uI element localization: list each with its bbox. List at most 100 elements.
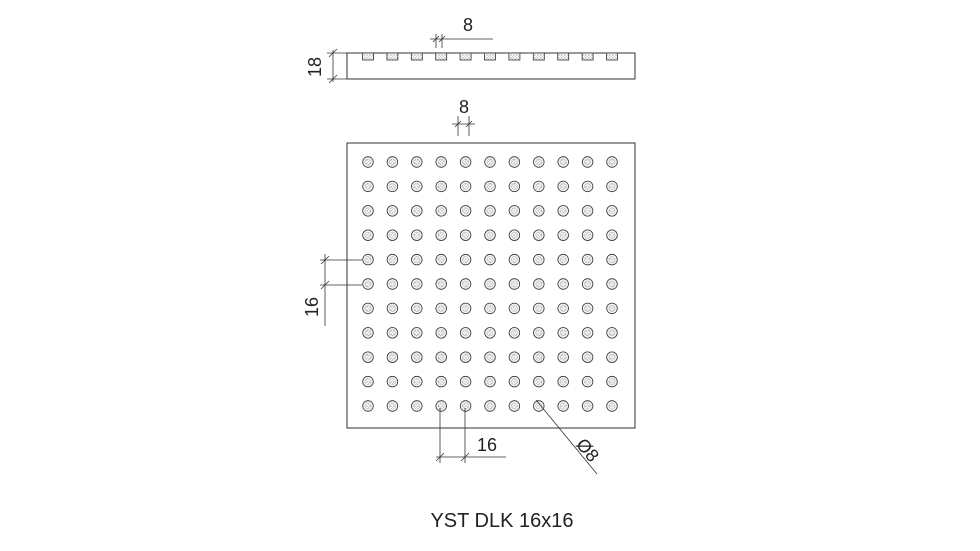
side-thickness-dimension: 18	[305, 48, 347, 84]
stud	[484, 205, 496, 217]
stud	[459, 375, 472, 388]
side-stud	[581, 52, 594, 61]
side-spacing-label: 8	[463, 15, 473, 35]
stud	[533, 375, 545, 388]
stud	[484, 400, 496, 412]
stud	[386, 302, 399, 315]
stud	[484, 351, 496, 363]
horizontal-pitch-label: 16	[477, 435, 497, 455]
stud	[581, 327, 594, 339]
stud	[435, 351, 447, 363]
stud	[435, 302, 447, 315]
stud	[411, 253, 423, 266]
stud	[508, 253, 521, 266]
stud	[435, 253, 447, 266]
stud	[508, 205, 521, 217]
drawing-title: YST DLK 16x16	[430, 510, 573, 532]
side-view-studs	[362, 52, 618, 61]
top-spacing-dimension: 8	[452, 97, 475, 136]
stud	[508, 351, 521, 363]
stud	[362, 400, 374, 412]
stud	[362, 156, 374, 168]
stud	[606, 375, 618, 388]
stud	[362, 302, 374, 315]
stud	[386, 278, 399, 290]
stud	[362, 180, 374, 193]
side-stud	[435, 52, 448, 61]
stud-diameter-label: Ø8	[572, 435, 603, 466]
stud	[557, 302, 569, 315]
stud	[386, 229, 399, 241]
side-stud	[557, 52, 570, 61]
stud	[508, 278, 521, 290]
stud	[411, 302, 423, 315]
stud	[411, 180, 423, 193]
stud	[557, 229, 569, 241]
stud	[484, 375, 496, 388]
side-spacing-dimension: 8	[430, 15, 493, 48]
stud	[484, 229, 496, 241]
stud	[557, 327, 569, 339]
stud	[606, 400, 618, 412]
stud	[533, 278, 545, 290]
plan-view-outline	[346, 142, 636, 429]
stud	[581, 180, 594, 193]
stud	[459, 400, 472, 412]
stud	[459, 302, 472, 315]
side-stud	[606, 52, 618, 61]
stud	[386, 253, 399, 266]
stud	[411, 400, 423, 412]
stud	[459, 351, 472, 363]
stud	[484, 180, 496, 193]
stud	[362, 229, 374, 241]
stud	[362, 278, 374, 290]
stud	[411, 229, 423, 241]
stud	[435, 400, 447, 412]
stud	[386, 156, 399, 168]
stud	[533, 156, 545, 168]
side-stud	[484, 52, 496, 61]
stud	[459, 327, 472, 339]
stud	[581, 156, 594, 168]
stud	[557, 180, 569, 193]
stud	[459, 180, 472, 193]
stud	[606, 180, 618, 193]
stud	[581, 229, 594, 241]
stud	[411, 375, 423, 388]
stud	[533, 180, 545, 193]
stud	[557, 351, 569, 363]
stud	[533, 400, 545, 412]
side-thickness-label: 18	[305, 57, 325, 77]
stud	[557, 375, 569, 388]
side-stud	[410, 52, 423, 61]
stud	[484, 302, 496, 315]
stud	[435, 327, 447, 339]
stud	[386, 375, 399, 388]
stud	[435, 156, 447, 168]
stud	[557, 278, 569, 290]
stud	[362, 253, 374, 266]
stud	[508, 400, 521, 412]
vertical-pitch-dimension: 16	[302, 254, 362, 326]
stud	[386, 351, 399, 363]
stud	[533, 229, 545, 241]
stud	[362, 351, 374, 363]
stud	[459, 205, 472, 217]
stud	[606, 253, 618, 266]
stud	[606, 351, 618, 363]
stud	[533, 253, 545, 266]
stud	[508, 302, 521, 315]
stud	[362, 205, 374, 217]
stud	[533, 302, 545, 315]
side-stud	[386, 52, 399, 61]
stud	[386, 205, 399, 217]
stud	[557, 205, 569, 217]
plan-view	[346, 142, 636, 429]
stud	[533, 205, 545, 217]
vertical-pitch-label: 16	[302, 297, 322, 317]
stud	[484, 327, 496, 339]
stud	[581, 205, 594, 217]
stud	[581, 278, 594, 290]
stud	[484, 253, 496, 266]
